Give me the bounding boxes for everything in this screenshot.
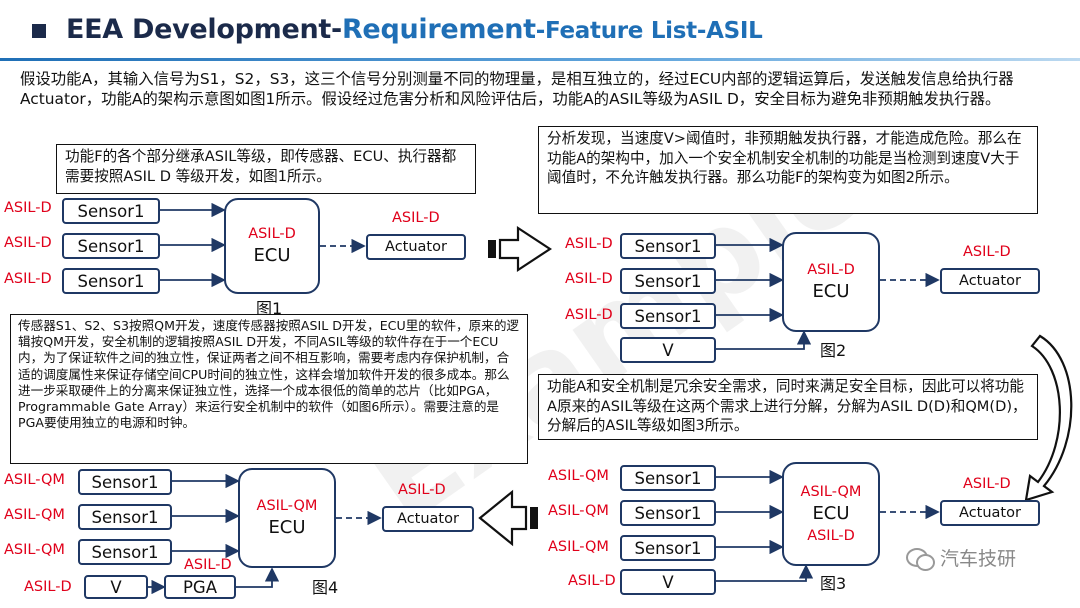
fig1-ecu-label: ECU	[253, 245, 291, 266]
fig1-sensor-box-1: Sensor1	[62, 198, 160, 224]
fig2-actuator-asil: ASIL-D	[963, 244, 1011, 260]
fig2-caption: 图2	[820, 341, 847, 360]
fig3-speed-sensor-box: V	[620, 569, 716, 595]
fig3-caption: 图3	[820, 574, 847, 593]
title-bullet	[32, 24, 46, 38]
fig2-ecu-label: ECU	[812, 281, 850, 302]
fig2-sensor3-asil: ASIL-D	[565, 307, 613, 323]
fig2-sensor1-asil: ASIL-D	[565, 236, 613, 252]
fig3-actuator-asil: ASIL-D	[963, 476, 1011, 492]
fig4-sensor-box-2: Sensor1	[78, 504, 172, 530]
fig4-ecu-box: ASIL-QM ECU	[238, 468, 336, 568]
fig4-pga-box: PGA	[164, 575, 236, 599]
fig4-caption: 图4	[312, 578, 339, 597]
fig1-sensor3-asil: ASIL-D	[4, 271, 52, 287]
brand-name: 汽车技研	[940, 548, 1017, 570]
fig2-actuator-box: Actuator	[940, 268, 1040, 294]
title-divider	[0, 58, 1080, 61]
fig3-lines	[716, 469, 940, 582]
brand-watermark: 汽车技研	[906, 544, 1016, 571]
fig4-lines	[148, 473, 382, 595]
fig4-speed-asil: ASIL-D	[24, 579, 72, 595]
fig3-sensor-box-3: Sensor1	[620, 535, 716, 561]
fig2-sensor-box-1: Sensor1	[620, 233, 716, 259]
fig2-ecu-asil: ASIL-D	[807, 262, 855, 278]
title-part-2: Requirement	[341, 14, 536, 45]
fig4-sensor3-asil: ASIL-QM	[4, 542, 65, 558]
fig3-ecu-label: ECU	[812, 503, 850, 524]
fig2-sensor-box-3: Sensor1	[620, 303, 716, 329]
fig4-sensor-box-3: Sensor1	[78, 539, 172, 565]
fig4-sensor-box-1: Sensor1	[78, 469, 172, 495]
fig1-sensor2-asil: ASIL-D	[4, 235, 52, 251]
fig2-lines	[716, 237, 940, 350]
page-title: EEA Development-Requirement-Feature List…	[66, 14, 763, 45]
fig3-ecu-asil-top: ASIL-QM	[800, 484, 862, 500]
fig1-caption: 图1	[256, 299, 283, 318]
fig1-actuator-asil: ASIL-D	[392, 210, 440, 226]
fig3-actuator-box: Actuator	[940, 500, 1040, 526]
fig3-speed-asil: ASIL-D	[568, 573, 616, 589]
fig2-ecu-box: ASIL-D ECU	[782, 232, 880, 332]
fig4-speed-sensor-box: V	[84, 575, 148, 599]
fig2-note: 分析发现，当速度V>阈值时，非预期触发执行器，才能造成危险。那么在功能A的架构中…	[538, 126, 1038, 214]
fig4-sensor1-asil: ASIL-QM	[4, 472, 65, 488]
transition-arrows	[478, 225, 1073, 547]
fig1-ecu-asil: ASIL-D	[248, 226, 296, 242]
fig4-sensor2-asil: ASIL-QM	[4, 507, 65, 523]
fig3-sensor-box-2: Sensor1	[620, 500, 716, 526]
title-part-1: EEA Development-	[66, 14, 342, 45]
fig3-sensor3-asil: ASIL-QM	[548, 539, 609, 555]
fig4-ecu-label: ECU	[268, 517, 306, 538]
fig3-ecu-box: ASIL-QM ECU ASIL-D	[782, 462, 880, 566]
fig2-sensor2-asil: ASIL-D	[565, 271, 613, 287]
fig4-actuator-box: Actuator	[382, 506, 474, 532]
fig3-note: 功能A和安全机制是冗余安全需求，同时来满足安全目标，因此可以将功能A原来的ASI…	[538, 374, 1038, 440]
fig1-sensor-box-3: Sensor1	[62, 268, 160, 294]
fig1-lines	[160, 202, 366, 288]
fig1-note: 功能F的各个部分继承ASIL等级，即传感器、ECU、执行器都需要按照ASIL D…	[56, 144, 476, 194]
fig4-note: 传感器S1、S2、S3按照QM开发，速度传感器按照ASIL D开发，ECU里的软…	[10, 314, 528, 464]
fig1-actuator-box: Actuator	[366, 234, 466, 260]
fig1-sensor-box-2: Sensor1	[62, 233, 160, 259]
title-part-3: -Feature List-ASIL	[535, 18, 763, 44]
fig4-actuator-asil: ASIL-D	[398, 482, 446, 498]
fig3-sensor1-asil: ASIL-QM	[548, 468, 609, 484]
wechat-icon	[906, 546, 935, 571]
fig3-sensor2-asil: ASIL-QM	[548, 503, 609, 519]
intro-paragraph: 假设功能A，其输入信号为S1，S2，S3，这三个信号分别测量不同的物理量，是相互…	[20, 70, 1014, 108]
fig4-pga-asil: ASIL-D	[184, 557, 232, 573]
fig3-ecu-asil-bottom: ASIL-D	[807, 528, 855, 544]
fig1-ecu-box: ASIL-D ECU	[224, 198, 320, 294]
fig2-speed-sensor-box: V	[620, 337, 716, 363]
fig4-ecu-asil: ASIL-QM	[256, 498, 318, 514]
fig2-sensor-box-2: Sensor1	[620, 268, 716, 294]
fig1-sensor1-asil: ASIL-D	[4, 200, 52, 216]
fig3-sensor-box-1: Sensor1	[620, 465, 716, 491]
